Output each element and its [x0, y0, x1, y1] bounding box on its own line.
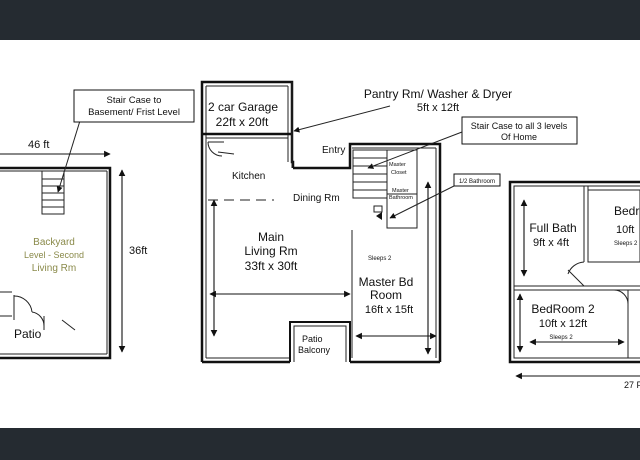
bottom-dark-band	[0, 428, 640, 460]
right-plan-wall	[508, 180, 640, 364]
stair-all-label-1: Stair Case to all 3 levels	[471, 121, 568, 131]
pantry-label-1: Pantry Rm/ Washer & Dryer	[364, 87, 512, 101]
callout-arrow	[367, 131, 463, 169]
bedroom-right-box	[587, 189, 640, 263]
backyard-label-2: Level - Second	[24, 250, 84, 260]
stair-icon	[41, 170, 65, 215]
stair-icon	[352, 149, 418, 199]
pantry-arrow	[293, 105, 391, 133]
pantry-label-2: 5ft x 12ft	[417, 102, 459, 114]
dining-label: Dining Rm	[293, 193, 340, 204]
bedroom-right-label-1: Bedr	[614, 204, 639, 218]
garage-label-1: 2 car Garage	[208, 100, 278, 114]
left-plan: Stair Case to Basement/ Frist Level 46 f…	[0, 89, 195, 360]
stair-all-label-2: Of Home	[501, 132, 537, 142]
door-arc	[207, 141, 235, 157]
right-plan: Full Bath 9ft x 4ft Bedr 10ft Sleeps 2 B…	[508, 180, 640, 390]
main-living-label-2: Living Rm	[244, 244, 297, 258]
bedroom-right-label-2: 10ft	[616, 224, 634, 236]
callout-arrow	[389, 185, 455, 219]
door-arc	[567, 261, 629, 305]
right-plan-inner-wall	[513, 185, 640, 359]
main-plan-wall	[293, 142, 442, 362]
dimension-36ft: 36ft	[129, 245, 147, 257]
sleeps-2-label: Sleeps 2	[368, 256, 392, 262]
entry-label: Entry	[322, 145, 345, 156]
stair-all-levels-callout	[461, 116, 578, 145]
patio-balcony-wall	[289, 321, 351, 362]
patio-balcony-label-1: Patio	[302, 334, 323, 344]
bedroom-right-label-3: Sleeps 2	[614, 241, 638, 247]
master-closet-label-2: Closet	[391, 170, 407, 176]
middle-plan: Patio Balcony Master Closet	[200, 80, 578, 364]
top-dark-band	[0, 0, 640, 40]
kitchen-label: Kitchen	[232, 171, 265, 182]
callout-arrow	[56, 110, 84, 193]
main-living-label-1: Main	[258, 230, 284, 244]
left-plan-wall	[0, 166, 112, 360]
patio-balcony-label-2: Balcony	[298, 345, 331, 355]
main-living-label-3: 33ft x 30ft	[245, 259, 298, 273]
master-bathroom-label-2: Bathroom	[389, 195, 413, 201]
half-bath-label: 1/2 Bathroom	[459, 179, 495, 185]
patio-balcony-inner	[293, 325, 347, 362]
backyard-label-1: Backyard	[33, 237, 75, 248]
arrow-icon	[376, 212, 382, 220]
master-bd-label-3: 16ft x 15ft	[365, 304, 413, 316]
master-closet-label-1: Master	[389, 162, 406, 168]
bedroom2-label-3: Sleeps 2	[549, 335, 573, 341]
toilet-icon	[373, 205, 383, 213]
master-bd-label-1: Master Bd	[359, 275, 414, 289]
bedroom2-label-1: BedRoom 2	[531, 302, 595, 316]
bedroom2-label-2: 10ft x 12ft	[539, 318, 587, 330]
floor-plan-drawing: Stair Case to Basement/ Frist Level 46 f…	[0, 80, 640, 390]
half-bath-callout	[453, 173, 501, 187]
full-bath-label-1: Full Bath	[529, 221, 576, 235]
master-bathroom-box	[386, 193, 418, 229]
callout-line-2: Basement/ Frist Level	[88, 107, 180, 118]
garage-label-2: 22ft x 20ft	[216, 115, 269, 129]
full-bath-label-2: 9ft x 4ft	[533, 237, 569, 249]
door-arc	[13, 295, 76, 331]
master-bathroom-label-1: Master	[392, 188, 409, 194]
master-bd-label-2: Room	[370, 288, 402, 302]
dimension-27ft: 27 F	[624, 380, 640, 390]
floor-plan-area: Stair Case to Basement/ Frist Level 46 f…	[0, 40, 640, 428]
patio-label: Patio	[14, 327, 42, 341]
backyard-label-3: Living Rm	[32, 263, 76, 274]
dimension-46ft: 46 ft	[28, 139, 49, 151]
callout-line-1: Stair Case to	[107, 95, 162, 106]
stair-basement-callout	[73, 89, 195, 123]
